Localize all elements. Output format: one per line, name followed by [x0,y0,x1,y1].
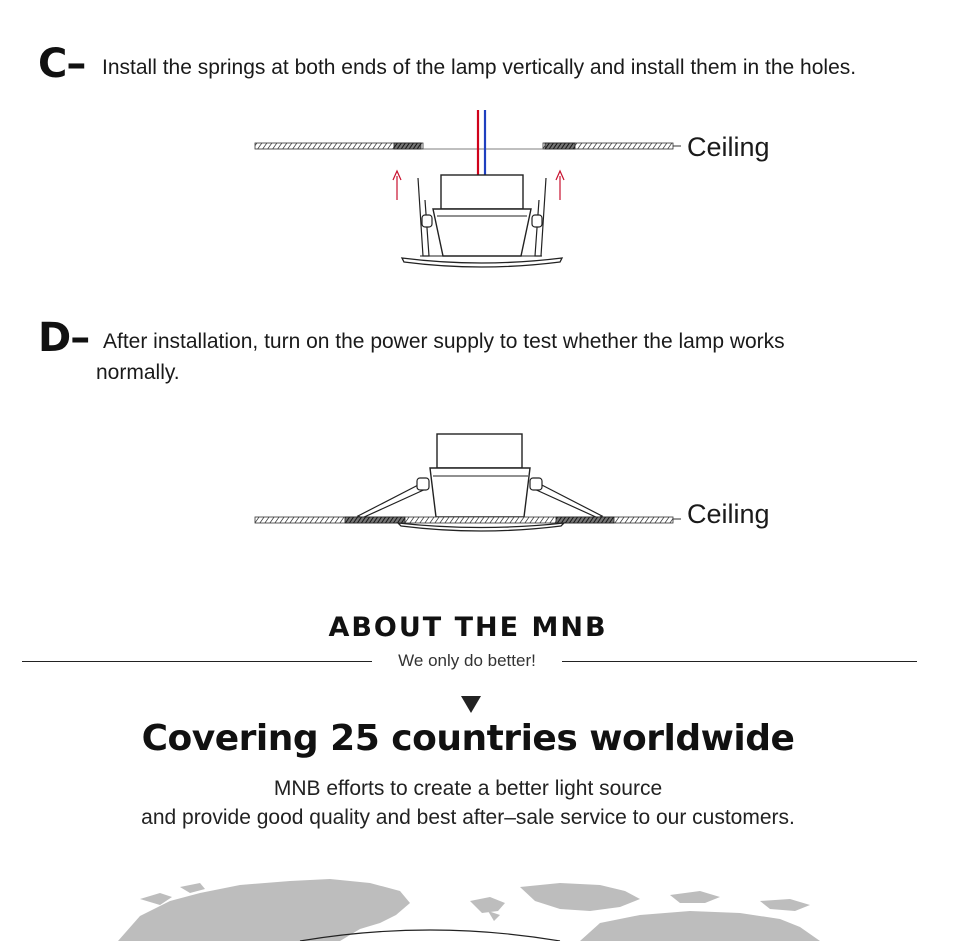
about-title: ABOUT THE MNB [328,612,608,643]
ceiling-label-d: Ceiling [687,499,770,529]
diagram-lamp-installed [254,433,681,532]
divider-left [22,661,372,662]
description-line1: MNB efforts to create a better light sou… [273,777,663,800]
world-map-image [118,879,820,941]
step-c-letter: C– [38,41,86,87]
about-tagline: We only do better! [398,651,536,670]
headline: Covering 25 countries worldwide [141,718,795,759]
diagram-springs-install [254,110,681,268]
down-triangle-icon [461,696,481,713]
ceiling-label-c: Ceiling [687,132,770,162]
step-c-text: Install the springs at both ends of the … [102,56,857,79]
step-d-text-line2: normally. [96,361,180,384]
divider-right [562,661,917,662]
step-d-letter: D– [38,315,90,361]
description-line2: and provide good quality and best after–… [141,806,795,829]
step-d-text-line1: After installation, turn on the power su… [103,330,785,353]
